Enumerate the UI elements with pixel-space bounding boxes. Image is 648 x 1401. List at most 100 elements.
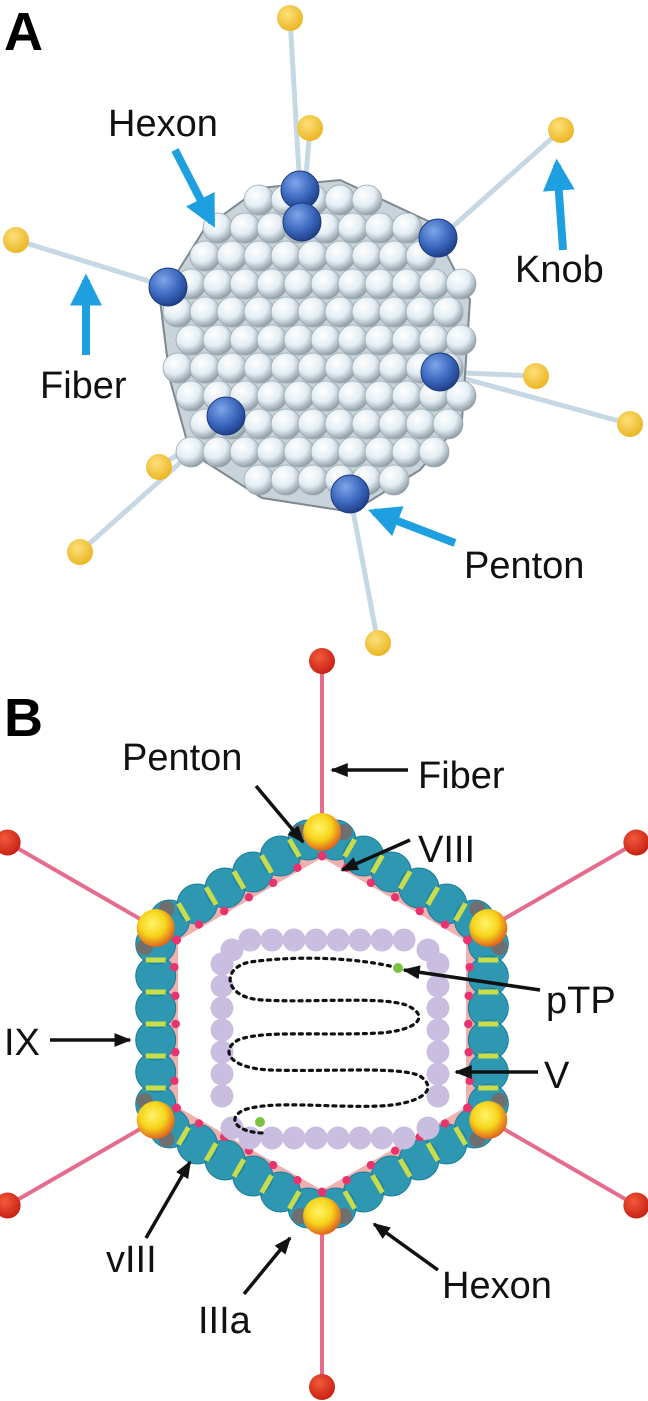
hexon-sphere: [351, 296, 383, 328]
penton-b: [136, 909, 175, 947]
penton-sphere: [148, 267, 188, 307]
protein-viii-vertex: [317, 851, 327, 861]
protein-ix: [453, 902, 468, 922]
knob-b: [309, 1374, 335, 1400]
protein-ix-markers: [145, 838, 499, 1210]
hexon-sphere: [391, 436, 423, 468]
hexon-sphere: [256, 324, 288, 356]
protein-ix: [287, 1190, 302, 1210]
hexon-sphere: [378, 296, 410, 328]
hexon-sphere: [337, 324, 369, 356]
knob-sphere: [548, 117, 574, 143]
hexon-sphere: [310, 324, 342, 356]
hexon-sphere: [351, 408, 383, 440]
core-protein-v: [426, 1062, 450, 1086]
protein-viii: [268, 1160, 278, 1170]
hexon-sphere: [391, 212, 423, 244]
hexon-sphere: [175, 324, 207, 356]
hexon-sphere: [243, 352, 275, 384]
protein-viii-vertex: [317, 1187, 327, 1197]
protein-ix: [176, 1126, 191, 1146]
core-protein-v: [348, 928, 372, 952]
hexon-sphere: [391, 324, 423, 356]
hexon-sphere: [270, 240, 302, 272]
knob-label-a: Knob: [515, 249, 604, 291]
protein-viii: [390, 893, 400, 902]
viii-arrow-upper: [340, 838, 411, 872]
hexon-sphere: [270, 296, 302, 328]
hexon-sphere: [297, 240, 329, 272]
protein-viii: [465, 962, 474, 972]
protein-viii: [194, 920, 204, 929]
hexon-arrow: [171, 148, 216, 228]
knob-sphere: [617, 411, 643, 437]
viii-label-lower: vIII: [106, 1239, 157, 1281]
hexon-sphere: [216, 352, 248, 384]
hexon-sphere: [310, 436, 342, 468]
hexon-sphere: [337, 212, 369, 244]
protein-viii: [464, 1019, 473, 1029]
protein-ix: [397, 1158, 413, 1178]
hexon-sphere: [270, 408, 302, 440]
hexon-sphere: [351, 352, 383, 384]
core-protein-v: [220, 938, 244, 962]
protein-ix: [203, 1142, 219, 1162]
hexon-sphere: [310, 380, 342, 412]
hexon-sphere: [243, 464, 275, 496]
protein-ix: [259, 1174, 274, 1194]
hexon-sphere: [256, 268, 288, 300]
hexon-sphere: [202, 436, 234, 468]
protein-viii: [220, 906, 229, 916]
ix-label: IX: [4, 1022, 40, 1064]
hexon-sphere: [310, 268, 342, 300]
fiber-shaft: [287, 15, 303, 193]
hexon-sphere: [432, 408, 464, 440]
protein-viii: [366, 1160, 376, 1170]
core-protein-v: [426, 996, 450, 1020]
protein-viii-vertex: [172, 1103, 182, 1113]
protein-viii: [170, 962, 179, 972]
hexon-sphere: [243, 184, 275, 216]
protein-viii-vertex: [172, 935, 182, 945]
hexon-sphere: [162, 352, 194, 384]
hexon-sphere: [351, 184, 383, 216]
core-protein-v: [220, 1116, 244, 1140]
hexon-ring: [135, 819, 509, 1229]
panel-b: B Penton Fiber VIII pTP IX V vIII Hexon …: [0, 648, 648, 1400]
core-protein-v: [370, 928, 394, 952]
penton-b: [303, 813, 341, 851]
core-protein-v: [210, 1040, 234, 1064]
hexon-sphere: [351, 240, 383, 272]
protein-ix: [176, 902, 191, 922]
core-protein-v: [210, 1062, 234, 1086]
core-protein-v: [238, 928, 262, 952]
protein-ix: [453, 1126, 468, 1146]
knob-b: [0, 829, 21, 856]
core-protein-v: [210, 996, 234, 1020]
hexon-sphere: [270, 352, 302, 384]
protein-viii: [464, 991, 473, 1000]
hexon-sphere: [270, 464, 302, 496]
panel-b-label: B: [4, 688, 43, 748]
protein-viii: [293, 1176, 302, 1185]
hexon-sphere: [216, 296, 248, 328]
protein-ix: [259, 854, 274, 874]
knob-arrow: [542, 158, 575, 251]
protein-viii: [268, 878, 278, 888]
hexon-arrow-b: [372, 1222, 440, 1272]
ptp-dot-bottom: [255, 1117, 265, 1127]
hexon-sphere: [324, 296, 356, 328]
hexon-sphere: [256, 380, 288, 412]
core-protein-v: [392, 1126, 416, 1150]
hexon-sphere: [364, 268, 396, 300]
core-protein-v: [416, 938, 440, 962]
knob-sphere: [146, 454, 172, 480]
hexon-sphere: [189, 352, 221, 384]
penton-label-a: Penton: [464, 545, 584, 587]
hexon-label-a: Hexon: [108, 103, 218, 145]
core-protein-v: [348, 1126, 372, 1150]
knob-sphere: [3, 227, 29, 253]
genome-dna: [227, 956, 430, 1135]
core-protein-v: [392, 928, 416, 952]
protein-viii: [440, 920, 450, 929]
